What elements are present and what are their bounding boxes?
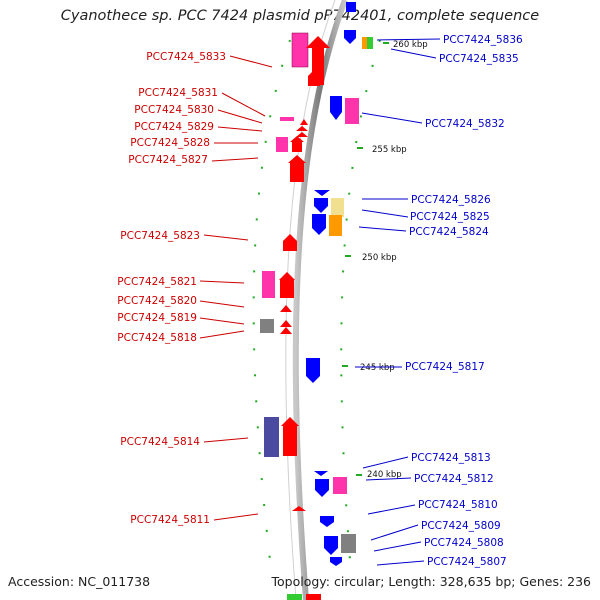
gene-5807-arrow[interactable] [330, 557, 342, 566]
scale-ticks [342, 42, 389, 476]
gene-5808-block[interactable] [341, 534, 356, 553]
gene-label-right[interactable]: PCC7424_5832 [425, 118, 505, 130]
left-gene-labels: PCC7424_5833 PCC7424_5831 PCC7424_5830 P… [117, 51, 226, 526]
gene-label-left[interactable]: PCC7424_5814 [120, 436, 200, 448]
gene-5829b-arrow[interactable] [296, 132, 308, 137]
gene-5835-block[interactable] [362, 37, 367, 49]
gene-label-left[interactable]: PCC7424_5823 [120, 230, 200, 242]
gene-label-right[interactable]: PCC7424_5825 [410, 211, 490, 223]
gene-label-right[interactable]: PCC7424_5812 [414, 473, 494, 485]
gene-label-left[interactable]: PCC7424_5821 [117, 276, 197, 288]
gene-label-right[interactable]: PCC7424_5826 [411, 194, 491, 206]
gene-5813a-arrow[interactable] [314, 471, 328, 476]
gene-5812-block[interactable] [333, 477, 347, 494]
left-leader-lines [199, 55, 273, 521]
gene-label-right[interactable]: PCC7424_5807 [427, 556, 507, 568]
map-title: Cyanothece sp. PCC 7424 plasmid pP742401… [60, 8, 540, 24]
gene-5826b-arrow[interactable] [314, 198, 328, 213]
scale-label-240: 240 kbp [367, 470, 402, 480]
backbone-arc [292, 0, 348, 600]
gene-5829a-arrow[interactable] [296, 126, 308, 131]
gene-5809-arrow[interactable] [324, 536, 338, 555]
gene-5821b-arrow[interactable] [279, 272, 295, 298]
gene-5836b-arrow[interactable] [344, 30, 356, 44]
gene-5813b-arrow[interactable] [315, 479, 329, 497]
gene-label-right[interactable]: PCC7424_5835 [439, 53, 519, 65]
accession-text: Accession: NC_011738 [8, 574, 151, 589]
gene-bottom-green[interactable] [287, 594, 302, 600]
gene-label-left[interactable]: PCC7424_5830 [134, 104, 214, 116]
gene-5828b-arrow[interactable] [290, 136, 304, 152]
scale-label-250: 250 kbp [362, 253, 397, 263]
gene-label-right[interactable]: PCC7424_5810 [418, 499, 498, 511]
gene-label-right[interactable]: PCC7424_5809 [421, 520, 501, 532]
gene-label-left[interactable]: PCC7424_5811 [130, 514, 210, 526]
gene-label-right[interactable]: PCC7424_5813 [411, 452, 491, 464]
gene-5836a-arrow[interactable] [346, 2, 356, 12]
gene-label-right[interactable]: PCC7424_5817 [405, 361, 485, 373]
gene-5814b-arrow[interactable] [281, 417, 299, 456]
gene-5825-block[interactable] [331, 198, 344, 217]
gene-label-right[interactable]: PCC7424_5808 [424, 537, 504, 549]
gene-5824-block[interactable] [329, 215, 342, 236]
gene-5814-block[interactable] [264, 417, 279, 457]
gene-5819b-arrow[interactable] [280, 320, 292, 327]
gene-5817-arrow[interactable] [306, 358, 320, 383]
gene-5823-arrow[interactable] [283, 234, 297, 251]
gene-label-right[interactable]: PCC7424_5836 [443, 34, 523, 46]
gene-label-left[interactable]: PCC7424_5829 [134, 121, 214, 133]
gene-5830-arrow[interactable] [300, 119, 308, 125]
gene-5821-block[interactable] [262, 271, 275, 298]
gene-5819-block[interactable] [260, 319, 274, 333]
right-leader-lines [355, 38, 441, 566]
gene-label-right[interactable]: PCC7424_5824 [409, 226, 489, 238]
gene-5835b-block[interactable] [367, 37, 373, 49]
gene-5827-arrow[interactable] [288, 155, 306, 182]
topology-stats-text: Topology: circular; Length: 328,635 bp; … [271, 574, 592, 589]
gene-5818-arrow[interactable] [280, 327, 292, 334]
scale-label-245: 245 kbp [360, 363, 395, 373]
gene-5811-arrow[interactable] [292, 506, 306, 511]
backbone-inner-line [285, 0, 336, 600]
gene-label-left[interactable]: PCC7424_5827 [128, 154, 208, 166]
gene-5832a-arrow[interactable] [330, 96, 342, 120]
gene-5833b-arrow[interactable] [308, 70, 320, 86]
gene-label-left[interactable]: PCC7424_5820 [117, 295, 197, 307]
gene-5826a-arrow[interactable] [314, 190, 330, 196]
gene-5832-block[interactable] [345, 98, 359, 124]
right-gene-labels: PCC7424_5836 PCC7424_5835 PCC7424_5832 P… [405, 34, 523, 568]
gene-5810-arrow[interactable] [320, 516, 334, 527]
gene-5828-block[interactable] [276, 137, 288, 152]
gene-bottom-red[interactable] [306, 594, 321, 600]
gene-label-left[interactable]: PCC7424_5833 [146, 51, 226, 63]
gene-label-left[interactable]: PCC7424_5819 [117, 312, 197, 324]
gene-5831-arrow[interactable] [280, 117, 294, 121]
scale-label-260: 260 kbp [393, 40, 428, 50]
gene-5820-arrow[interactable] [280, 305, 292, 312]
gene-label-left[interactable]: PCC7424_5831 [138, 87, 218, 99]
gene-5833-block[interactable] [291, 32, 309, 68]
gene-label-left[interactable]: PCC7424_5828 [130, 137, 210, 149]
gene-label-left[interactable]: PCC7424_5818 [117, 332, 197, 344]
scale-label-255: 255 kbp [372, 145, 407, 155]
gene-5826c-arrow[interactable] [312, 214, 326, 235]
